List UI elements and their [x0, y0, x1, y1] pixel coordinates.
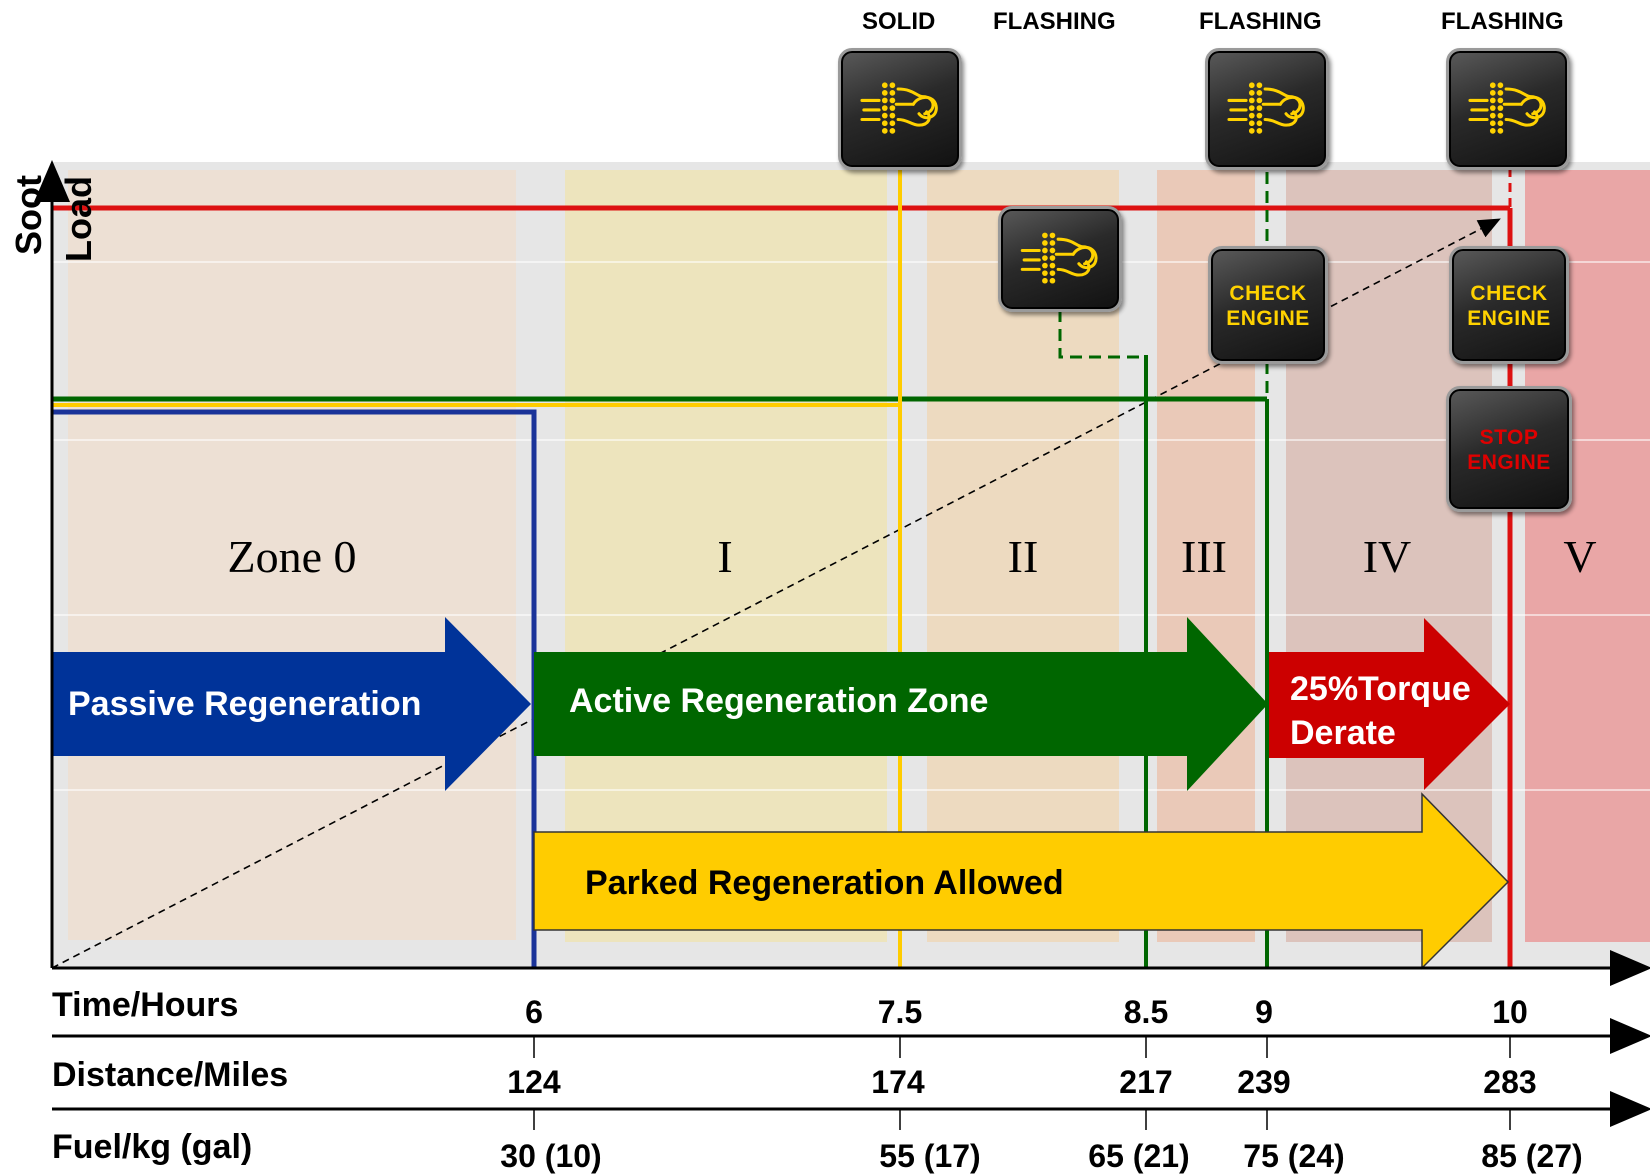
- distance-tick: 239: [1237, 1064, 1291, 1100]
- stop-engine-text-line2: ENGINE: [1467, 451, 1551, 474]
- distance-tick: 174: [871, 1064, 925, 1100]
- dpf-lamp-solid: [838, 48, 962, 170]
- torque-derate-label-line1: 25%Torque: [1290, 670, 1471, 708]
- dpf-filter-warning-icon: [1020, 231, 1098, 286]
- grid-lines: [52, 261, 1650, 791]
- zone-label-1: I: [717, 531, 733, 582]
- check-engine-text-line1: CHECK: [1229, 282, 1307, 305]
- dpf-lamp-flashing-2: [1205, 48, 1329, 170]
- dpf-filter-warning-icon: [860, 80, 938, 136]
- scale-tick-marks: [533, 1036, 1511, 1130]
- distance-tick: 283: [1483, 1064, 1537, 1100]
- y-axis-title-load: Load: [58, 176, 99, 262]
- parked-regeneration-arrow: [533, 792, 1510, 970]
- fuel-tick: 85 (27): [1481, 1138, 1583, 1174]
- stop-engine-lamp-icon: STOP ENGINE: [1449, 425, 1569, 475]
- zone-label-0: Zone 0: [227, 531, 357, 582]
- check-engine-text-line1: CHECK: [1470, 282, 1548, 305]
- time-tick: 7.5: [877, 994, 923, 1030]
- active-regeneration-label: Active Regeneration Zone: [569, 682, 989, 720]
- check-engine-text-line2: ENGINE: [1226, 307, 1310, 330]
- time-tick: 9: [1255, 994, 1273, 1030]
- green-dashed-connector: [1058, 310, 1146, 359]
- fuel-tick: 65 (21): [1088, 1138, 1190, 1174]
- lamp-state-solid: SOLID: [862, 8, 936, 35]
- active-regeneration-arrow: [534, 617, 1268, 791]
- torque-derate-arrow: [1269, 618, 1510, 790]
- parked-regeneration-label: Parked Regeneration Allowed: [585, 864, 1064, 902]
- zone-label-4: IV: [1362, 531, 1412, 582]
- distance-tick: 124: [507, 1064, 561, 1100]
- y-axis-title-soot: Soot: [8, 175, 49, 255]
- passive-regeneration-arrow: [52, 617, 531, 791]
- dpf-lamp-flashing-1: [998, 206, 1122, 312]
- dpf-filter-warning-icon: [1227, 80, 1305, 136]
- check-engine-lamp-icon: CHECK ENGINE: [1211, 281, 1325, 331]
- zone-0-band: [68, 170, 516, 940]
- time-tick: 8.5: [1123, 994, 1169, 1030]
- stop-engine-text-line1: STOP: [1479, 426, 1539, 449]
- passive-regeneration-label: Passive Regeneration: [68, 685, 422, 723]
- blue-passive-boundary: [52, 409, 537, 968]
- distance-scale-name: Distance/Miles: [52, 1056, 289, 1094]
- fuel-tick: 75 (24): [1243, 1138, 1345, 1174]
- zone-1-band: [565, 170, 887, 942]
- time-scale-name: Time/Hours: [52, 986, 239, 1024]
- distance-tick: 217: [1119, 1064, 1173, 1100]
- check-engine-lamp-10: CHECK ENGINE: [1449, 246, 1569, 364]
- torque-derate-label-line2: Derate: [1290, 714, 1396, 752]
- check-engine-lamp-icon: CHECK ENGINE: [1452, 281, 1566, 331]
- stop-engine-lamp-10: STOP ENGINE: [1446, 386, 1572, 512]
- zone-label-3: III: [1181, 531, 1227, 582]
- fuel-tick: 55 (17): [879, 1138, 981, 1174]
- fuel-scale-name: Fuel/kg (gal): [52, 1128, 253, 1166]
- dpf-filter-warning-icon: [1468, 80, 1546, 136]
- lamp-state-flashing-1: FLASHING: [993, 8, 1116, 35]
- fuel-tick: 30 (10): [500, 1138, 602, 1174]
- time-tick: 6: [525, 994, 543, 1030]
- zone-label-2: II: [1007, 531, 1039, 582]
- check-engine-text-line2: ENGINE: [1467, 307, 1551, 330]
- check-engine-lamp-9: CHECK ENGINE: [1208, 246, 1328, 364]
- lamp-state-flashing-2: FLASHING: [1199, 8, 1322, 35]
- lamp-state-flashing-3: FLASHING: [1441, 8, 1564, 35]
- zone-label-5: V: [1563, 531, 1597, 582]
- dpf-lamp-flashing-3: [1446, 48, 1570, 170]
- time-tick: 10: [1492, 994, 1528, 1030]
